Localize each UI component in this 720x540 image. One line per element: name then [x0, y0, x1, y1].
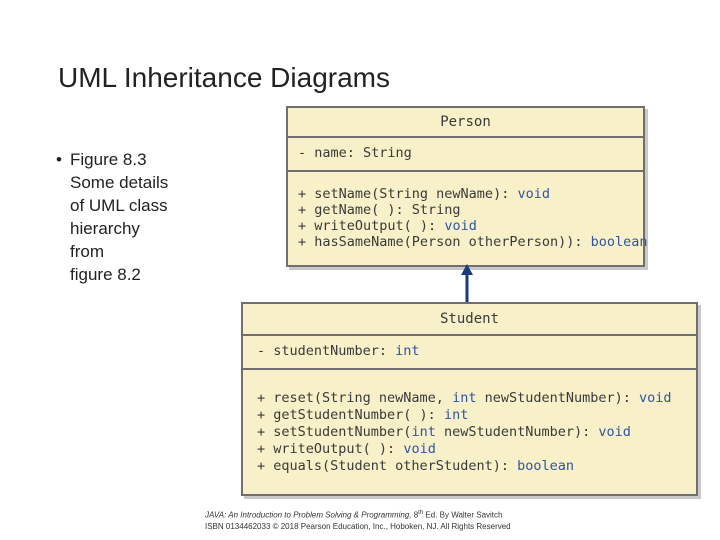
student-class-box: Student - studentNumber: int + reset(Str… [241, 302, 698, 496]
bullet-line-3: of UML class [70, 196, 168, 215]
person-method-setname: + setName(String newName): void [298, 186, 550, 202]
student-attributes: - studentNumber: int [243, 334, 696, 368]
person-class-box: Person - name: String + setName(String n… [286, 106, 648, 267]
bullet-line-6: figure 8.2 [70, 265, 141, 284]
citation-line-1: JAVA: An Introduction to Problem Solving… [205, 510, 503, 520]
person-method-getname: + getName( ): String [298, 202, 461, 218]
student-method-setstudentnumber: + setStudentNumber(int newStudentNumber)… [257, 424, 631, 440]
person-class-name: Person [440, 114, 491, 130]
bullet-line-4: hierarchy [70, 219, 140, 238]
student-method-writeoutput: + writeOutput( ): void [257, 441, 436, 457]
student-method-equals: + equals(Student otherStudent): boolean [257, 458, 574, 474]
person-attributes: - name: String [288, 136, 643, 170]
book-citation: JAVA: An Introduction to Problem Solving… [205, 508, 585, 532]
bullet-text: • Figure 8.3 Some details of UML class h… [56, 148, 196, 286]
citation-line-2: ISBN 0134462033 © 2018 Pearson Education… [205, 521, 511, 531]
bullet-dot: • [56, 150, 62, 169]
bullet-line-1: Figure 8.3 [70, 150, 147, 169]
student-method-getstudentnumber: + getStudentNumber( ): int [257, 407, 469, 423]
person-attr-name: - name: String [298, 145, 412, 161]
person-method-writeoutput: + writeOutput( ): void [298, 218, 477, 234]
student-attr-number: - studentNumber: int [257, 343, 420, 359]
bullet-line-5: from [70, 242, 104, 261]
slide-title: UML Inheritance Diagrams [58, 62, 390, 93]
bullet-line-2: Some details [70, 173, 169, 192]
person-methods: + setName(String newName): void + getNam… [288, 170, 648, 250]
arrow-head [461, 264, 473, 275]
student-method-reset: + reset(String newName, int newStudentNu… [257, 390, 672, 406]
person-method-hassamename: + hasSameName(Person otherPerson)): bool… [298, 234, 648, 250]
student-class-name: Student [439, 311, 499, 327]
student-methods: + reset(String newName, int newStudentNu… [243, 368, 696, 475]
bullet-lines: Figure 8.3 Some details of UML class hie… [56, 148, 196, 286]
